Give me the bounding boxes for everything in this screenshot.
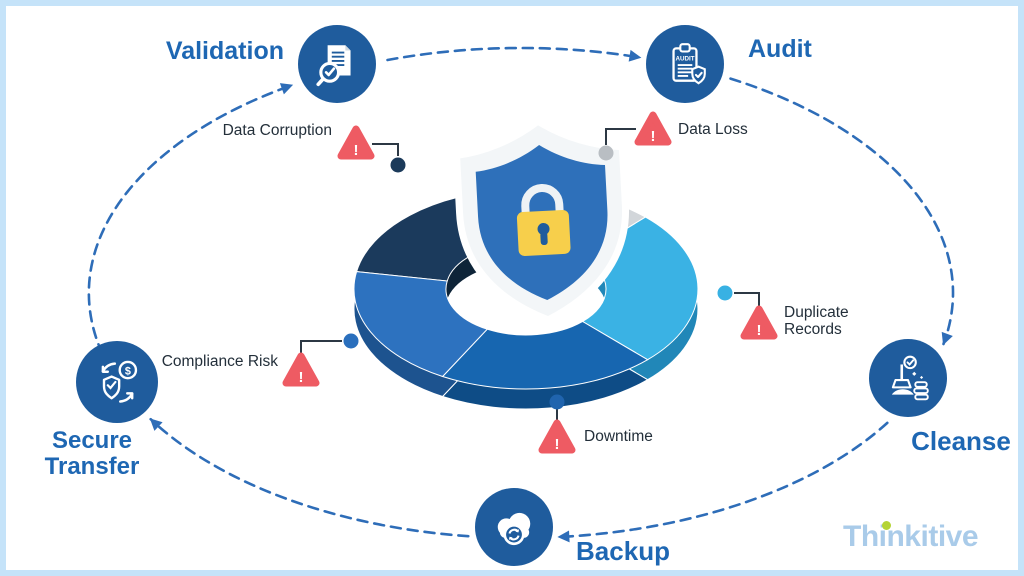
secure-exchange-icon: $ xyxy=(101,360,138,403)
shield-lock-icon xyxy=(452,116,629,324)
connector-duplicate-records xyxy=(734,292,760,306)
arc-validation-to-audit xyxy=(386,46,642,62)
stage-label-audit: Audit xyxy=(748,35,812,63)
diagram-graphics: ! ! ! ! ! xyxy=(87,46,955,543)
padlock-icon xyxy=(516,184,571,257)
stage-label-validation: Validation xyxy=(165,37,284,65)
stage-label-backup: Backup xyxy=(576,536,670,566)
svg-text:!: ! xyxy=(555,436,560,453)
arc-audit-to-cleanse xyxy=(729,77,955,346)
connector-compliance-risk xyxy=(300,340,342,354)
svg-text:!: ! xyxy=(299,369,304,386)
svg-text:AUDIT: AUDIT xyxy=(675,55,694,62)
stage-label-cleanse: Cleanse xyxy=(911,426,1011,456)
arc-cleanse-to-backup xyxy=(557,421,889,543)
stage-node-audit: AUDIT xyxy=(646,25,724,103)
audit-clipboard-icon: AUDIT xyxy=(672,43,706,85)
risk-markers: ! ! ! ! ! xyxy=(282,111,778,454)
cloud-backup-icon xyxy=(497,512,531,546)
document-search-icon xyxy=(316,45,351,87)
connector-data-loss xyxy=(605,128,636,145)
dot-data-corruption xyxy=(390,157,406,173)
risk-label-compliance-risk: Compliance Risk xyxy=(161,353,278,370)
dot-downtime xyxy=(549,394,565,410)
segment-blue xyxy=(353,271,489,378)
cycle-path xyxy=(87,46,955,543)
risk-label-data-loss: Data Loss xyxy=(678,121,748,138)
dot-compliance-risk xyxy=(343,333,359,349)
warning-icon-downtime: ! xyxy=(538,419,576,454)
stage-node-cleanse xyxy=(869,339,947,417)
segment-medium-blue xyxy=(441,320,649,390)
brand-logo: Thinkitive xyxy=(843,520,1013,564)
warning-icon-data-loss: ! xyxy=(634,111,672,146)
connector-data-corruption xyxy=(372,143,399,156)
dot-duplicate-records xyxy=(717,285,733,301)
svg-text:!: ! xyxy=(354,142,359,159)
svg-text:$: $ xyxy=(125,365,131,377)
stage-node-backup xyxy=(475,488,553,566)
svg-text:!: ! xyxy=(651,128,656,145)
warning-icons: ! ! ! ! ! xyxy=(282,111,778,454)
risk-label-duplicate-records: Duplicate Records xyxy=(784,304,849,339)
svg-text:!: ! xyxy=(757,322,762,339)
warning-icon-duplicate-records: ! xyxy=(740,305,778,340)
brand-logo-text: Thinkitive xyxy=(843,520,979,553)
arc-securetransfer-to-validation xyxy=(87,83,294,370)
warning-icon-compliance-risk: ! xyxy=(282,352,320,387)
arc-backup-to-securetransfer xyxy=(149,417,470,538)
risk-label-data-corruption: Data Corruption xyxy=(222,122,332,139)
stage-node-validation xyxy=(298,25,376,103)
warning-icon-data-corruption: ! xyxy=(337,125,375,160)
dot-data-loss xyxy=(598,145,614,161)
risk-label-downtime: Downtime xyxy=(584,428,653,445)
stage-node-secure-transfer: $ xyxy=(76,341,158,423)
cleanse-broom-icon xyxy=(891,355,929,401)
stage-label-secure-transfer: Secure Transfer xyxy=(44,427,140,480)
logo-green-dot-icon xyxy=(882,521,891,530)
